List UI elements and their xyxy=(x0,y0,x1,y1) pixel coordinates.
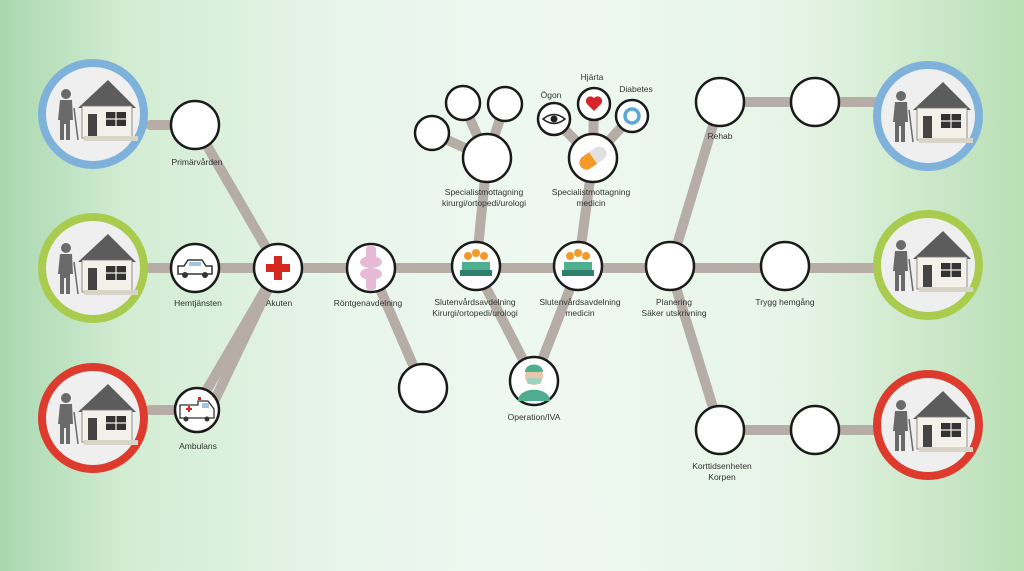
label-spec-med-line1: Specialistmottagning xyxy=(551,187,631,197)
label-sluten-med-line2: medicin xyxy=(565,307,595,318)
label-diabetes: Diabetes xyxy=(619,84,653,94)
node-ogon xyxy=(536,101,572,137)
node-spec-med xyxy=(567,132,619,184)
home-end-green xyxy=(873,210,983,320)
ambulance-icon xyxy=(179,397,215,422)
node-spec-kir-sub-1 xyxy=(413,114,451,152)
label-sluten-med: Slutenvårdsavdelning medicin xyxy=(539,297,620,318)
node-spec-kir xyxy=(461,132,513,184)
node-hjarta xyxy=(576,86,612,122)
node-sluten-med xyxy=(552,240,604,292)
node-rehab xyxy=(694,76,746,128)
patients-in-bed-icon xyxy=(562,249,594,276)
label-korttid: Korttidsenheten Korpen xyxy=(692,461,752,482)
label-planering: Planering Säker utskrivning xyxy=(641,297,706,318)
node-rontgen-branch xyxy=(397,362,449,414)
label-hjarta: Hjärta xyxy=(580,72,604,82)
label-hemtjansten: Hemtjänsten xyxy=(174,298,222,308)
node-rehab-next xyxy=(789,76,841,128)
label-spec-kir-line2: kirurgi/ortopedi/urologi xyxy=(441,197,527,208)
label-planering-line2: Säker utskrivning xyxy=(641,307,707,318)
label-sluten-med-line1: Slutenvårdsavdelning xyxy=(539,297,621,307)
label-spec-med: Specialistmottagning medicin xyxy=(552,187,630,208)
patients-in-bed-icon xyxy=(460,249,492,276)
node-korttid xyxy=(694,404,746,456)
label-spec-kir: Specialistmottagning kirurgi/ortopedi/ur… xyxy=(442,187,526,208)
label-planering-line1: Planering xyxy=(656,297,692,307)
label-ambulans: Ambulans xyxy=(179,441,217,451)
home-start-green xyxy=(38,213,148,323)
node-spec-kir-sub-2 xyxy=(444,84,482,122)
home-start-red xyxy=(38,363,148,473)
ring-icon xyxy=(623,107,641,125)
label-akuten: Akuten xyxy=(265,298,293,308)
node-rontgen xyxy=(345,242,397,294)
eye-icon xyxy=(541,113,567,125)
label-spec-kir-line1: Specialistmottagning xyxy=(444,187,524,197)
node-akuten xyxy=(252,242,304,294)
node-korttid-next xyxy=(789,404,841,456)
heart-icon xyxy=(585,96,603,111)
node-sluten-kir xyxy=(450,240,502,292)
node-trygg-hemgang xyxy=(759,240,811,292)
home-end-red xyxy=(873,370,983,480)
node-diabetes xyxy=(614,98,650,134)
home-start-blue xyxy=(38,59,148,169)
node-ambulans xyxy=(173,386,221,434)
node-primarvarden xyxy=(169,99,221,151)
label-ogon: Ögon xyxy=(540,90,562,100)
label-operation: Operation/IVA xyxy=(507,412,561,422)
plain-nodes xyxy=(169,76,841,456)
node-planering xyxy=(644,240,696,292)
label-sluten-kir: Slutenvårdsavdelning Kirurgi/ortopedi/ur… xyxy=(432,297,518,318)
surgeon-icon xyxy=(518,364,550,401)
node-operation xyxy=(508,355,560,407)
node-hemtjansten xyxy=(169,242,221,294)
label-korttid-line2: Korpen xyxy=(708,471,736,482)
label-trygg-hemgang: Trygg hemgång xyxy=(755,297,815,307)
knee-joint-icon xyxy=(360,246,382,290)
node-spec-kir-sub-3 xyxy=(486,85,524,123)
home-end-blue xyxy=(873,61,983,171)
pill-icon xyxy=(579,146,607,170)
label-sluten-kir-line1: Slutenvårdsavdelning xyxy=(434,297,516,307)
label-korttid-line1: Korttidsenheten xyxy=(692,461,752,471)
car-icon xyxy=(177,259,213,278)
label-primarvarden: Primärvården xyxy=(171,157,223,167)
red-cross-icon xyxy=(266,256,290,280)
label-rontgen: Röntgenavdelning xyxy=(333,298,403,308)
label-spec-med-line2: medicin xyxy=(576,197,606,208)
label-sluten-kir-line2: Kirurgi/ortopedi/urologi xyxy=(432,307,518,318)
label-rehab: Rehab xyxy=(707,131,733,141)
